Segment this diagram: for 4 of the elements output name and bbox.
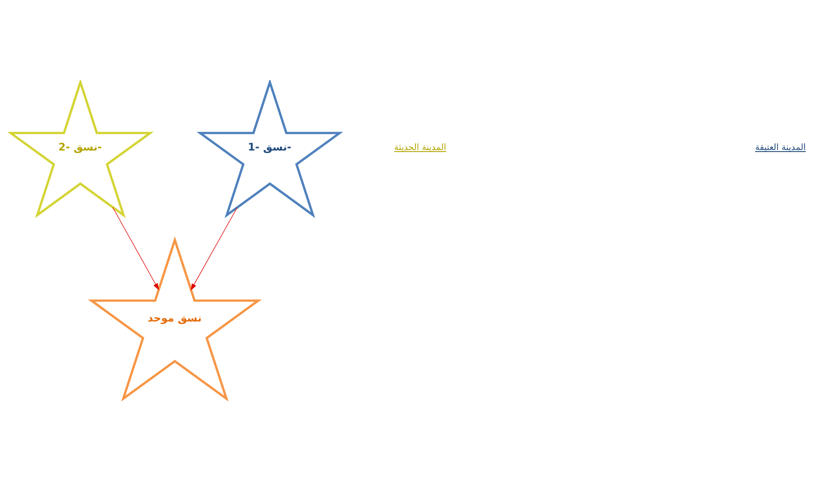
label: المدينة العتيقة	[755, 142, 806, 153]
arrow	[112, 206, 159, 290]
label: المدينة الحديثة	[394, 142, 446, 153]
arrow	[190, 206, 238, 290]
